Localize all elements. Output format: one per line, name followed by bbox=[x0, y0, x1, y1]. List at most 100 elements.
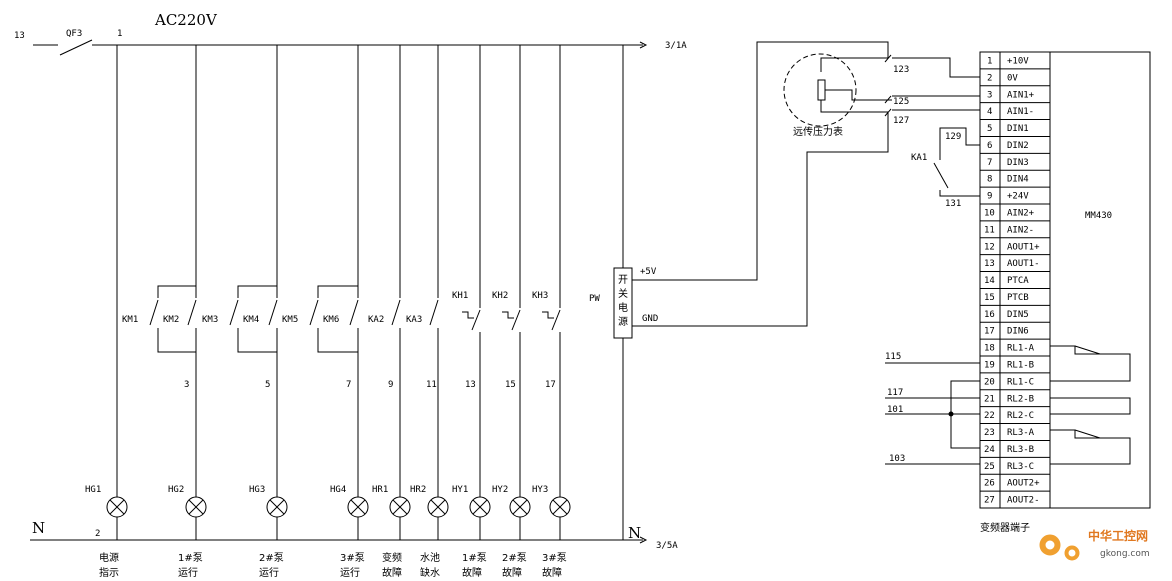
terminal-name: DIN1 bbox=[1007, 124, 1029, 134]
terminal-name: +10V bbox=[1007, 56, 1029, 66]
parallel-blade bbox=[229, 299, 239, 326]
thermal-symbol bbox=[462, 311, 474, 319]
lamp-caption-line2: 运行 bbox=[340, 566, 360, 579]
rl3-contact bbox=[1074, 429, 1101, 439]
lamp-cross bbox=[472, 499, 488, 515]
contact-label: KH3 bbox=[532, 291, 548, 301]
lamp-label: HY3 bbox=[532, 485, 548, 495]
terminal-name: 0V bbox=[1007, 73, 1018, 83]
relay-wire-129: 129 bbox=[945, 132, 961, 142]
terminal-name: AOUT1+ bbox=[1007, 242, 1040, 252]
terminal-name: RL2-B bbox=[1007, 394, 1034, 404]
gauge-wire-label-125: 125 bbox=[893, 97, 909, 107]
terminal-name: AOUT2- bbox=[1007, 496, 1040, 506]
terminal-name: RL3-C bbox=[1007, 462, 1034, 472]
gauge-outline bbox=[783, 53, 857, 127]
rl2-loop bbox=[1050, 397, 1131, 415]
lamp-cross bbox=[512, 499, 528, 515]
gear-small-hole bbox=[1068, 549, 1076, 557]
voltage-label: AC220V bbox=[154, 11, 218, 29]
lamp-label: HG1 bbox=[85, 485, 101, 495]
terminal-row: 27 AOUT2- bbox=[980, 490, 1050, 506]
lamp-label: HR2 bbox=[410, 485, 426, 495]
terminal-name: RL1-C bbox=[1007, 377, 1034, 387]
lamp-label: HG2 bbox=[168, 485, 184, 495]
terminal-number: 9 bbox=[987, 192, 992, 202]
lamp-caption-line2: 运行 bbox=[259, 566, 279, 579]
terminal-number: 13 bbox=[984, 259, 995, 269]
lamp-cross bbox=[430, 499, 446, 515]
terminal-number: 10 bbox=[984, 208, 995, 218]
lamp-label: HG3 bbox=[249, 485, 265, 495]
lamp-caption-line2: 故障 bbox=[542, 566, 562, 579]
vfd-outline bbox=[979, 51, 1151, 509]
wire-number-1: 1 bbox=[117, 29, 122, 39]
terminal-row: 1+10V bbox=[987, 56, 1029, 66]
contact-blade bbox=[187, 299, 197, 326]
lamp-caption-line2: 指示 bbox=[99, 566, 119, 579]
rl1-contact bbox=[1074, 345, 1101, 355]
supply-section: AC220V 13 QF3 1 3/1A N N 2 3/5A bbox=[14, 11, 687, 551]
lamp-caption-line1: 2#泵 bbox=[502, 552, 527, 564]
gnd-wire bbox=[632, 112, 889, 327]
terminal-number: 24 bbox=[984, 445, 995, 455]
relay-wire-bottom bbox=[939, 190, 980, 197]
lamp-caption-line1: 3#泵 bbox=[542, 552, 567, 564]
ext-wire-117: 117 bbox=[887, 388, 903, 398]
terminal-number: 18 bbox=[984, 344, 995, 354]
ext-wire-103: 103 bbox=[889, 454, 905, 464]
terminal-number: 16 bbox=[984, 310, 995, 320]
terminal-number: 27 bbox=[984, 496, 995, 506]
lamp-cross bbox=[552, 499, 568, 515]
parallel-blade bbox=[149, 299, 159, 326]
terminal-name: DIN4 bbox=[1007, 175, 1029, 185]
terminal-name: DIN6 bbox=[1007, 327, 1029, 337]
lamp-cross bbox=[109, 499, 125, 515]
wire-number: 17 bbox=[545, 380, 556, 390]
terminal-name: DIN5 bbox=[1007, 310, 1029, 320]
parallel-top bbox=[317, 285, 358, 298]
thermal-symbol bbox=[542, 311, 554, 319]
top-bus-arrow bbox=[639, 41, 648, 49]
contact-label: KM2 bbox=[163, 315, 179, 325]
terminal-name: PTCA bbox=[1007, 276, 1029, 286]
contact-blade bbox=[471, 309, 481, 331]
wire-number: 7 bbox=[346, 380, 351, 390]
contact-blade bbox=[429, 299, 439, 326]
lamp-cross bbox=[350, 499, 366, 515]
terminal-number: 11 bbox=[984, 225, 995, 235]
terminal-number: 6 bbox=[987, 141, 992, 151]
gauge-wire-127 bbox=[820, 100, 888, 113]
terminal-number: 4 bbox=[987, 107, 992, 117]
pressure-gauge: 123 125 127 远传压力表 bbox=[783, 53, 980, 138]
terminal-name: RL1-B bbox=[1007, 360, 1034, 370]
lamp-label: HG4 bbox=[330, 485, 346, 495]
terminal-name: AIN1- bbox=[1007, 107, 1034, 117]
lamp-caption-line1: 1#泵 bbox=[462, 552, 487, 564]
terminal-name: AOUT2+ bbox=[1007, 479, 1040, 489]
lamp-caption-line1: 水池 bbox=[420, 551, 440, 564]
contact-blade bbox=[268, 299, 278, 326]
vfd-model: MM430 bbox=[1085, 211, 1112, 221]
ka1-relay: 129 KA1 131 bbox=[911, 127, 980, 209]
neutral-label-right: N bbox=[628, 524, 641, 542]
tick-123 bbox=[884, 54, 892, 63]
relay-wire-top bbox=[939, 127, 980, 160]
